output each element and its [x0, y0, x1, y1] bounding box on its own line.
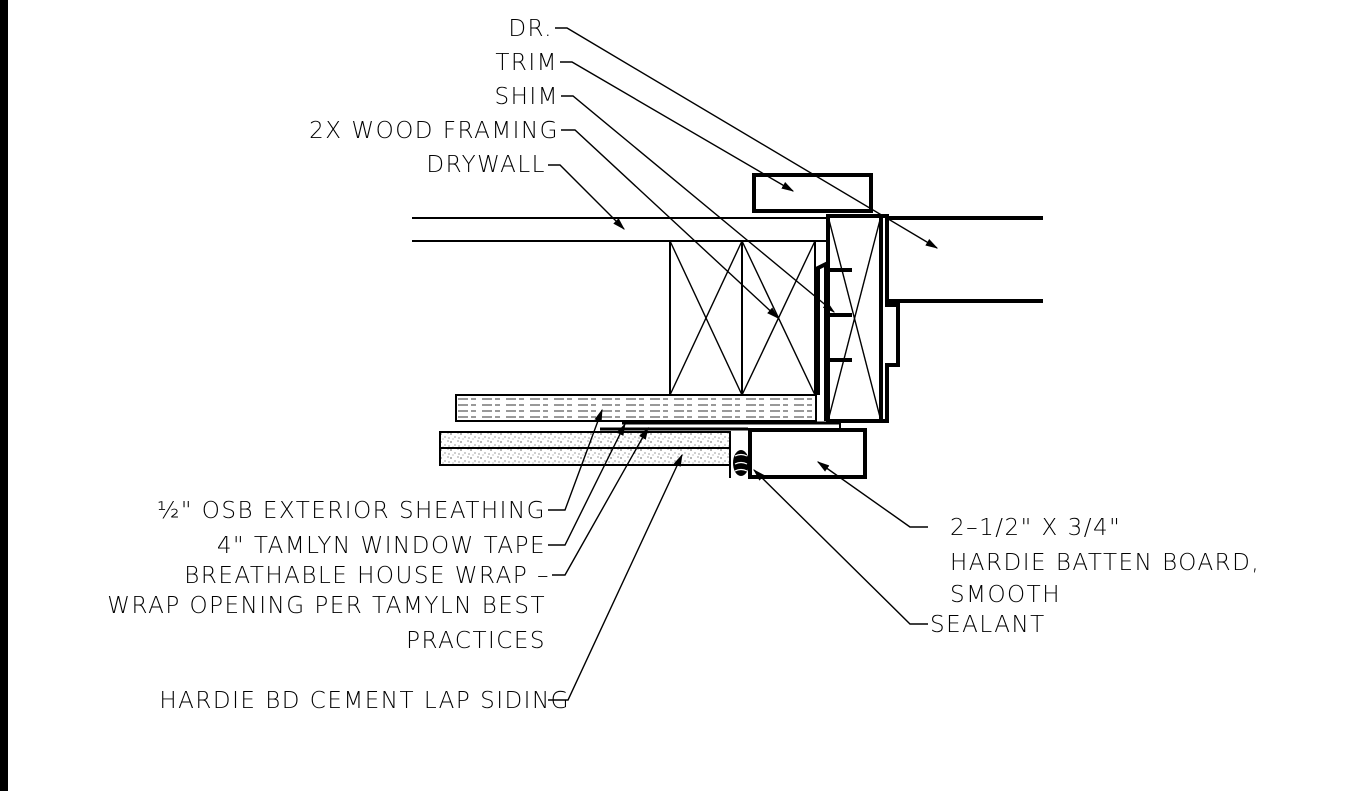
osb-sheathing-shape	[455, 394, 817, 422]
label-wrap-opening-2: PRACTICES	[406, 628, 546, 654]
label-lap-siding: HARDIE BD CEMENT LAP SIDING	[159, 688, 570, 714]
batten-board-shape	[748, 428, 867, 479]
jamb-shape	[826, 214, 883, 423]
label-wrap-opening-1: WRAP OPENING PER TAMYLN BEST	[107, 593, 546, 619]
label-trim: TRIM	[495, 50, 558, 76]
drywall-shape	[412, 217, 828, 242]
label-window-tape: 4" TAMLYN WINDOW TAPE	[217, 533, 546, 559]
label-shim: SHIM	[494, 84, 559, 110]
label-drywall: DRYWALL	[426, 152, 546, 178]
label-batten-3: SMOOTH	[950, 582, 1061, 608]
label-osb: ½" OSB EXTERIOR SHEATHING	[157, 498, 546, 524]
door-shape	[887, 216, 1043, 303]
trim-shape	[752, 173, 873, 213]
sheet-border	[0, 0, 8, 791]
label-batten-1: 2–1/2" X 3/4"	[950, 515, 1121, 541]
label-dr: DR.	[508, 16, 553, 42]
label-house-wrap: BREATHABLE HOUSE WRAP –	[184, 563, 550, 589]
label-batten-2: HARDIE BATTEN BOARD,	[950, 550, 1260, 576]
label-wood-framing: 2X WOOD FRAMING	[309, 118, 559, 144]
label-sealant: SEALANT	[930, 612, 1046, 638]
door-stop-shape	[881, 214, 900, 423]
leader-lines	[548, 27, 939, 701]
shim-shape	[816, 260, 852, 421]
sealant-shape	[733, 450, 749, 476]
wood-framing-shape	[669, 240, 816, 396]
